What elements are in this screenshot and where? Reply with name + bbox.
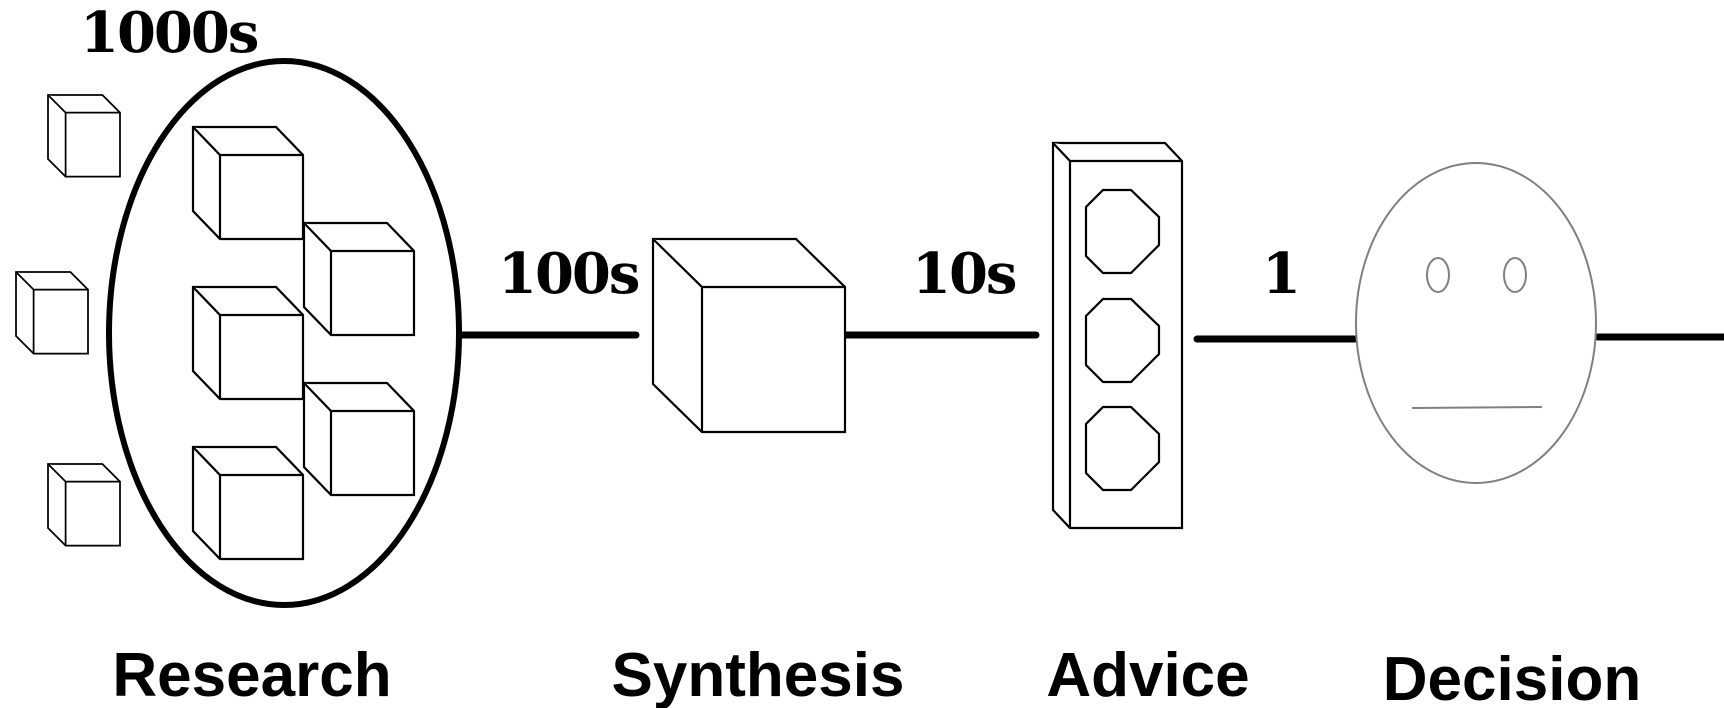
left-eye bbox=[1426, 257, 1450, 293]
research-cube bbox=[191, 445, 305, 561]
decision-stage-label: Decision bbox=[1383, 645, 1641, 708]
advice-traffic-light bbox=[1051, 141, 1184, 530]
decision-face bbox=[1355, 162, 1597, 484]
research-cube bbox=[191, 125, 305, 241]
loose-research-cube bbox=[47, 94, 121, 178]
research-count-label: 1000s bbox=[80, 0, 258, 66]
decision-count-label: 1 bbox=[1262, 241, 1299, 307]
signal-lamp-top bbox=[1084, 188, 1161, 275]
research-ellipse bbox=[106, 58, 462, 608]
research-cube bbox=[302, 221, 416, 337]
synthesis-cube bbox=[651, 237, 847, 434]
research-stage-label: Research bbox=[112, 641, 391, 708]
signal-lamp-bottom bbox=[1084, 405, 1161, 492]
mouth bbox=[1411, 406, 1543, 409]
research-cube bbox=[191, 285, 305, 401]
right-eye bbox=[1503, 257, 1527, 293]
face-outline bbox=[1355, 162, 1597, 484]
loose-research-cube bbox=[47, 463, 121, 547]
advice-count-label: 10s bbox=[912, 241, 1016, 307]
synthesis-count-label: 100s bbox=[498, 241, 639, 307]
loose-research-cube bbox=[15, 271, 89, 355]
advice-stage-label: Advice bbox=[1046, 641, 1249, 708]
synthesis-stage-label: Synthesis bbox=[612, 641, 905, 708]
signal-lamp-middle bbox=[1084, 297, 1161, 384]
research-cube bbox=[302, 381, 416, 497]
